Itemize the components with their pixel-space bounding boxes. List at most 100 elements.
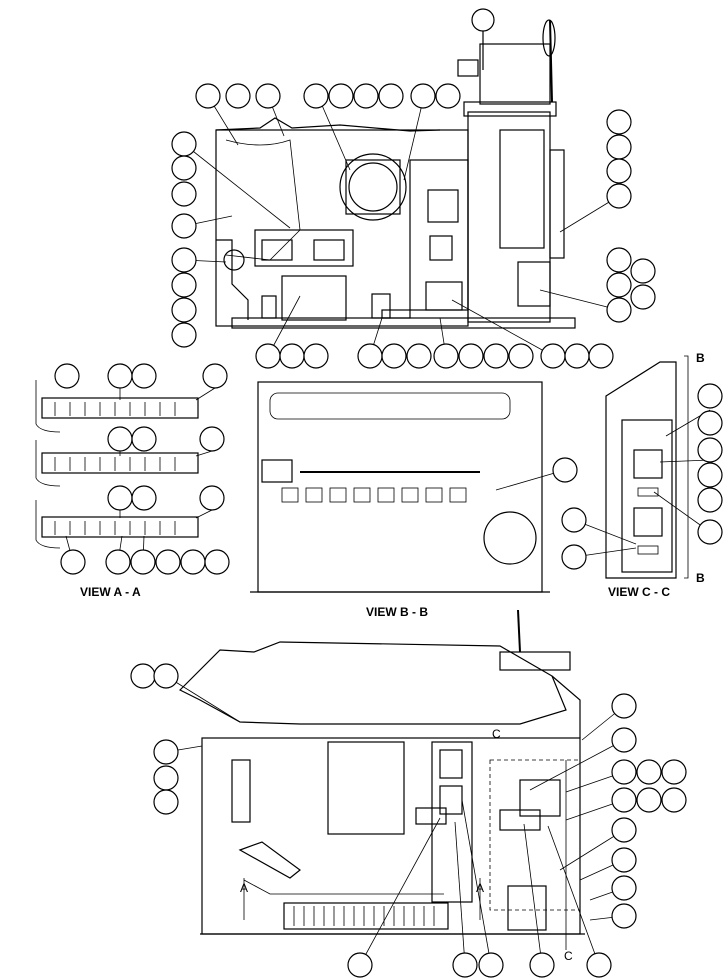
section-mark-b-bottom: B bbox=[696, 571, 705, 585]
callout-bubble bbox=[483, 343, 509, 369]
strip-2-wire bbox=[35, 440, 61, 487]
panel-c-face bbox=[621, 419, 673, 573]
top-fitting-2 bbox=[371, 293, 391, 319]
view-a-label: VIEW A - A bbox=[80, 585, 141, 599]
callout-bubble bbox=[611, 727, 637, 753]
callout-bubble bbox=[153, 789, 179, 815]
front-side-mount bbox=[231, 759, 251, 823]
top-cutaway-curve bbox=[225, 139, 301, 261]
top-indicator bbox=[429, 235, 453, 261]
panel-c-switch-1 bbox=[633, 449, 663, 479]
callout-bubble bbox=[697, 383, 723, 409]
callout-bubble bbox=[611, 759, 637, 785]
panel-c-label-2 bbox=[637, 545, 659, 555]
callout-bubble bbox=[199, 485, 225, 511]
callout-bubble bbox=[303, 343, 329, 369]
strip-1-wire bbox=[35, 380, 61, 433]
top-relay-2 bbox=[313, 239, 345, 261]
callout-bubble bbox=[153, 739, 179, 765]
callout-bubble bbox=[130, 549, 156, 575]
callout-bubble bbox=[153, 663, 179, 689]
front-transformer bbox=[327, 741, 405, 835]
callout-bubble bbox=[54, 363, 80, 389]
callout-bubble bbox=[697, 519, 723, 545]
top-side-tab bbox=[216, 239, 249, 320]
callout-bubble bbox=[378, 83, 404, 109]
section-mark-a-right: A bbox=[476, 881, 484, 895]
callout-bubble bbox=[636, 787, 662, 813]
callout-bubble bbox=[433, 343, 459, 369]
front-coil bbox=[507, 885, 547, 931]
callout-bubble bbox=[606, 134, 632, 160]
callout-bubble bbox=[303, 83, 329, 109]
front-seat-back bbox=[551, 675, 581, 738]
top-handle-shaft bbox=[549, 19, 553, 103]
front-relay bbox=[415, 807, 447, 825]
callout-bubble bbox=[606, 247, 632, 273]
top-column-cap bbox=[463, 101, 557, 117]
panel-b-rail bbox=[269, 392, 511, 420]
top-relay-1 bbox=[261, 239, 293, 261]
top-fitting-3 bbox=[381, 309, 411, 319]
callout-bubble bbox=[202, 363, 228, 389]
front-assembly bbox=[130, 609, 687, 978]
view-b-label: VIEW B - B bbox=[366, 605, 428, 619]
callout-bubble bbox=[195, 83, 221, 109]
callout-bubble bbox=[199, 426, 225, 452]
section-mark-c-top: C bbox=[492, 727, 501, 741]
callout-bubble bbox=[357, 343, 383, 369]
panel-b-connector bbox=[261, 459, 293, 483]
callout-bubble bbox=[630, 258, 656, 284]
section-mark-c-bottom: C bbox=[564, 949, 573, 963]
front-lever-base bbox=[499, 651, 571, 671]
front-cable bbox=[243, 879, 444, 895]
callout-bubble bbox=[171, 247, 197, 273]
callout-bubble bbox=[353, 83, 379, 109]
callout-bubble bbox=[130, 663, 156, 689]
callout-bubble bbox=[458, 343, 484, 369]
front-handle bbox=[238, 841, 301, 879]
callout-bubble bbox=[561, 507, 587, 533]
callout-bubble bbox=[552, 457, 578, 483]
callout-bubble bbox=[606, 109, 632, 135]
callout-bubble bbox=[131, 426, 157, 452]
callout-bubble bbox=[630, 284, 656, 310]
callout-bubble bbox=[606, 272, 632, 298]
terminal-teeth bbox=[54, 402, 176, 535]
callout-bubble bbox=[180, 549, 206, 575]
callout-bubble bbox=[611, 903, 637, 929]
front-lever bbox=[517, 609, 521, 653]
callout-bubble bbox=[204, 549, 230, 575]
view-a-terminal-strips bbox=[35, 380, 216, 563]
top-handle-grip bbox=[542, 19, 556, 57]
top-knob-block bbox=[457, 59, 479, 77]
front-terminal-teeth bbox=[293, 906, 435, 926]
front-control-column bbox=[431, 741, 473, 903]
callout-bubble bbox=[155, 549, 181, 575]
top-column bbox=[467, 111, 551, 323]
callout-bubble bbox=[697, 487, 723, 513]
callout-bubble bbox=[606, 297, 632, 323]
callout-bubble bbox=[661, 759, 687, 785]
callout-bubble bbox=[171, 272, 197, 298]
callout-bubble bbox=[697, 462, 723, 488]
panel-b-plugs bbox=[281, 487, 467, 503]
callout-bubble bbox=[171, 213, 197, 239]
view-c-panel bbox=[561, 355, 723, 579]
callout-bubble bbox=[131, 363, 157, 389]
callout-bubble bbox=[328, 83, 354, 109]
callout-bubble bbox=[611, 847, 637, 873]
top-cabinet-outline bbox=[215, 129, 469, 327]
panel-c-outline bbox=[605, 361, 677, 579]
front-dashed-region bbox=[489, 759, 581, 911]
callout-bubble bbox=[611, 787, 637, 813]
callout-bubble bbox=[131, 485, 157, 511]
callout-bubble bbox=[611, 817, 637, 843]
callout-bubble bbox=[107, 485, 133, 511]
callout-bubble bbox=[661, 787, 687, 813]
front-cabinet-outline bbox=[201, 737, 581, 935]
callout-bubble bbox=[107, 426, 133, 452]
panel-b-coil bbox=[483, 511, 537, 565]
